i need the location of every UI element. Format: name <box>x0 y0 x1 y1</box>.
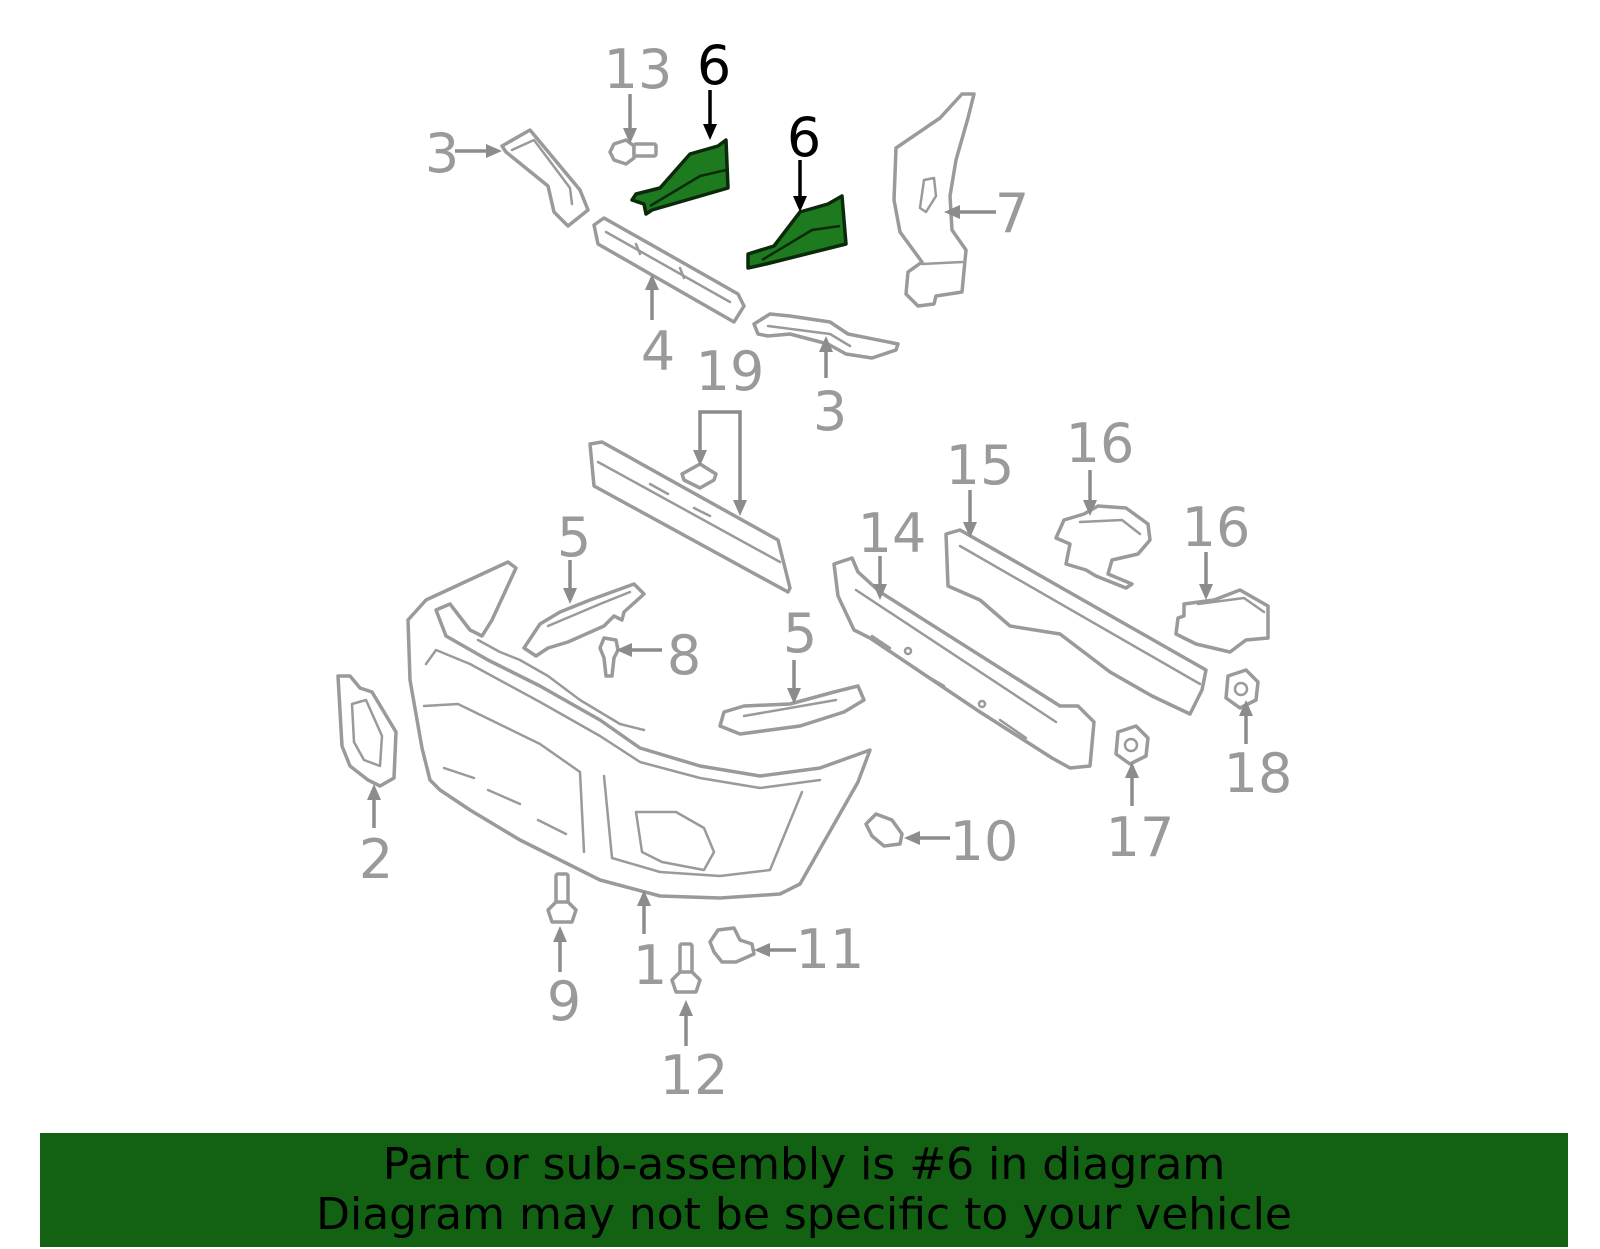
callout-5-left: 5 <box>557 506 591 569</box>
part-3-left-bracket <box>500 128 590 228</box>
leader-lines <box>367 90 1253 1046</box>
callout-6-left: 6 <box>697 34 731 97</box>
part-2-fog-bezel <box>336 674 398 788</box>
part-15-reinforcement <box>944 528 1208 716</box>
part-13-bolt <box>608 138 658 166</box>
part-5-right-bracket <box>718 684 866 736</box>
part-14-absorber <box>832 556 1096 770</box>
part-6-bracket-right <box>746 194 848 270</box>
callout-3-left: 3 <box>425 122 459 185</box>
part-18-nut <box>1224 668 1260 710</box>
part-4-upper-rail <box>592 216 746 324</box>
callout-16-upper: 16 <box>1066 412 1135 475</box>
callout-12: 12 <box>660 1044 729 1107</box>
callout-16-lower: 16 <box>1182 496 1251 559</box>
callout-4: 4 <box>641 320 675 383</box>
callout-2: 2 <box>359 828 393 891</box>
part-16-upper-bracket <box>1054 504 1152 590</box>
callout-11: 11 <box>796 918 865 981</box>
part-5-left-bracket <box>522 582 646 658</box>
part-12-bolt <box>670 942 702 994</box>
callout-18: 18 <box>1224 742 1293 805</box>
callout-6-right: 6 <box>787 106 821 169</box>
part-10-clip <box>864 812 904 848</box>
part-9-bolt <box>546 872 578 924</box>
part-1-bumper-cover <box>406 560 872 900</box>
info-banner: Part or sub-assembly is #6 in diagram Di… <box>40 1133 1568 1247</box>
part-7-apron-bracket <box>892 92 976 308</box>
callout-1: 1 <box>633 934 667 997</box>
callout-17: 17 <box>1106 806 1175 869</box>
part-16-lower-bracket <box>1174 588 1270 654</box>
callout-8: 8 <box>667 624 701 687</box>
part-17-nut <box>1114 724 1150 766</box>
callout-labels: 3 13 6 6 7 4 19 3 16 15 14 16 5 8 5 18 1… <box>359 34 1293 1107</box>
callout-3-right: 3 <box>813 380 847 443</box>
callout-9: 9 <box>547 970 581 1033</box>
banner-line-1: Part or sub-assembly is #6 in diagram <box>382 1139 1226 1190</box>
banner-line-2: Diagram may not be specific to your vehi… <box>316 1189 1292 1240</box>
callout-15: 15 <box>946 434 1015 497</box>
callout-5-right: 5 <box>783 602 817 665</box>
parts-diagram: 3 13 6 6 7 4 19 3 16 15 14 16 5 8 5 18 1… <box>336 34 1293 1107</box>
callout-7: 7 <box>995 182 1029 245</box>
callout-13: 13 <box>604 38 673 101</box>
part-6-bracket-left <box>630 138 730 216</box>
callout-14: 14 <box>858 502 927 565</box>
part-19-grille-panel <box>588 440 792 594</box>
callout-19: 19 <box>696 340 765 403</box>
part-11-clip <box>708 926 756 964</box>
callout-10: 10 <box>950 810 1019 873</box>
part-8-clip <box>598 636 620 678</box>
